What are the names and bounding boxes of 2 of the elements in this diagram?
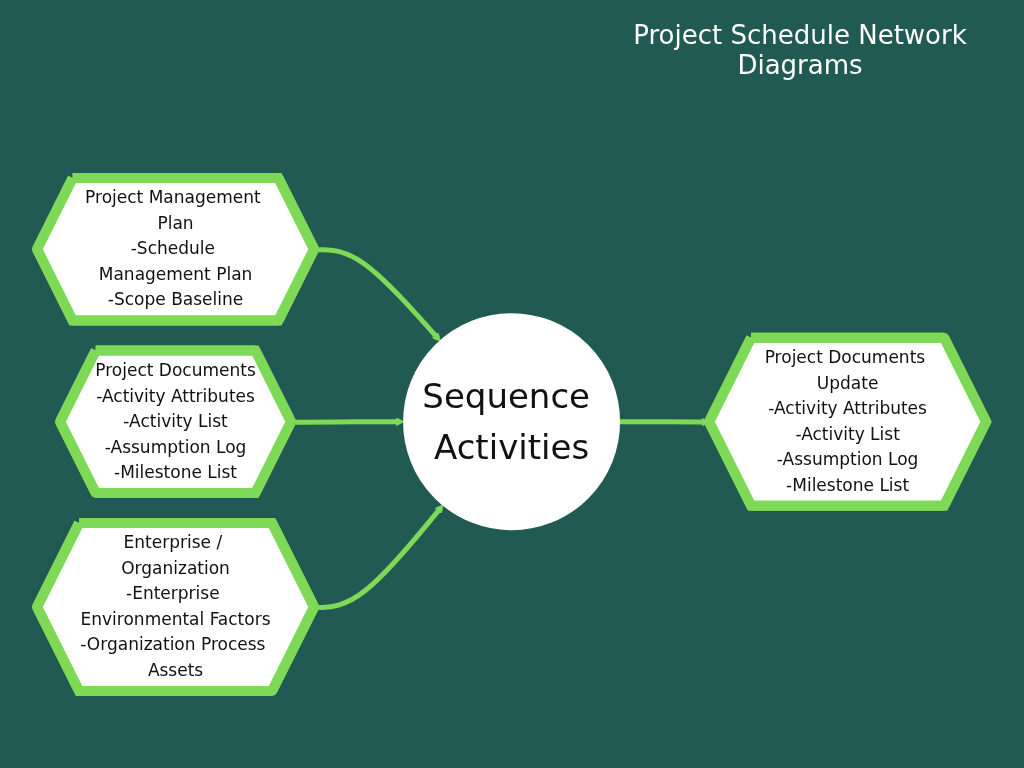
node-circle: Sequence Activities (403, 312, 621, 530)
diagram-title: Project Schedule Network Diagrams (632, 20, 968, 80)
